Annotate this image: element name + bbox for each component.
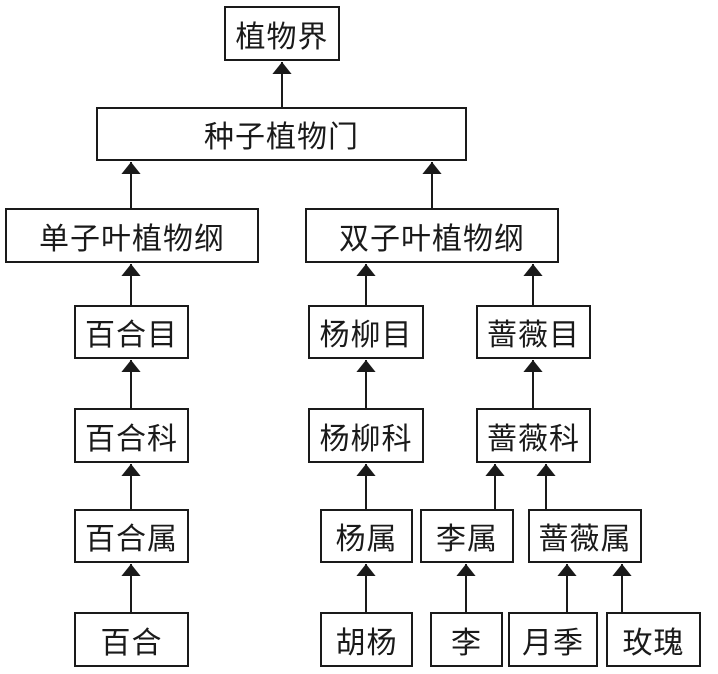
node-order-willow: 杨柳目 — [308, 305, 424, 359]
node-family-willow: 杨柳科 — [308, 408, 424, 463]
node-species-rose: 玫瑰 — [606, 612, 701, 667]
node-order-rose: 蔷薇目 — [476, 305, 591, 359]
node-species-chinarose: 月季 — [508, 612, 598, 667]
node-phylum: 种子植物门 — [96, 107, 467, 161]
node-species-plum: 李 — [430, 612, 503, 667]
node-order-lily: 百合目 — [74, 305, 189, 359]
node-class-mono: 单子叶植物纲 — [5, 208, 259, 263]
node-family-lily: 百合科 — [74, 408, 189, 463]
node-species-lily: 百合 — [74, 612, 189, 667]
node-genus-plum: 李属 — [420, 509, 514, 563]
node-family-rose: 蔷薇科 — [476, 408, 591, 463]
node-genus-lily: 百合属 — [74, 509, 189, 563]
node-genus-poplar: 杨属 — [320, 509, 413, 563]
node-kingdom: 植物界 — [224, 6, 340, 61]
node-class-di: 双子叶植物纲 — [305, 208, 559, 263]
node-genus-rose: 蔷薇属 — [528, 509, 642, 563]
node-species-populus: 胡杨 — [320, 612, 413, 667]
